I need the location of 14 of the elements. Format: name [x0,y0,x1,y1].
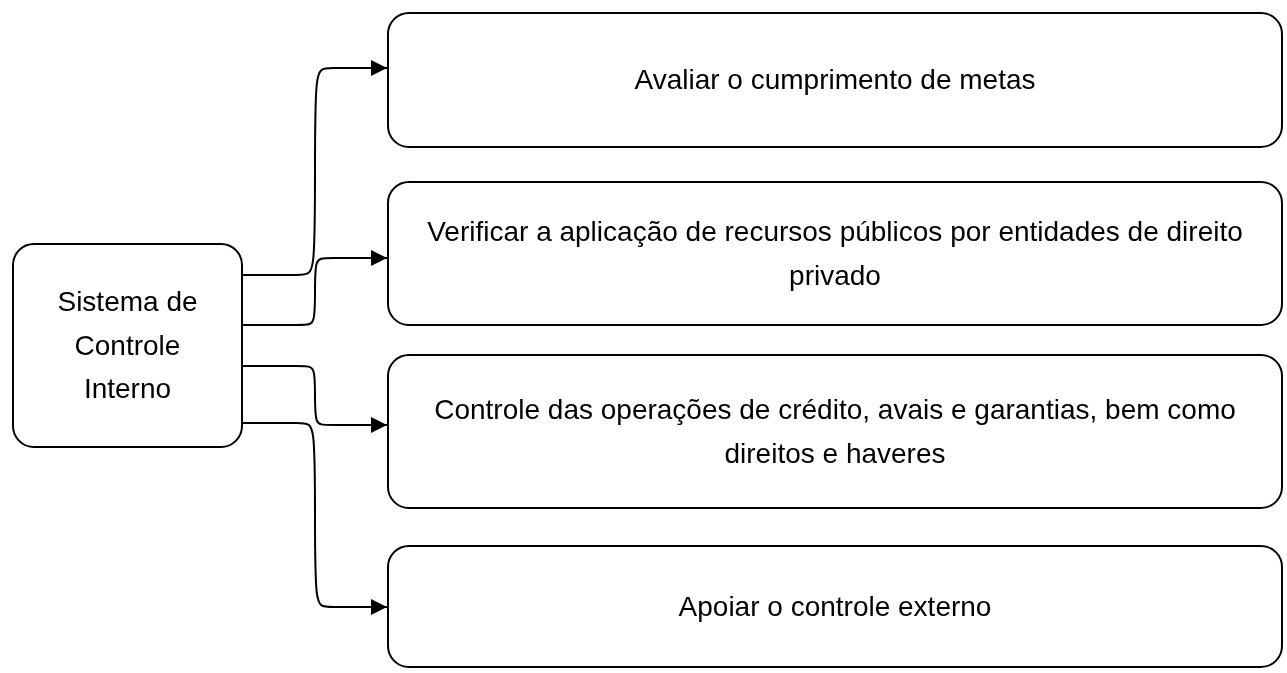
box-label: Sistema de Controle Interno [56,285,199,407]
rounded-box [12,243,243,448]
rounded-box [387,181,1283,326]
arrow [242,422,388,615]
box-label: Apoiar o controle externo [678,589,992,624]
box-label: Avaliar o cumprimento de metas [634,63,1036,98]
rounded-box [387,12,1283,148]
arrow [242,60,388,276]
arrow [242,250,388,326]
rounded-box [387,545,1283,668]
arrow [242,365,388,433]
rounded-box [387,354,1283,509]
box-label: Verificar a aplicação de recursos públicos por entidades de direito privado [426,215,1244,293]
box-label: Controle das operações de crédito, avais e garantias, bem como direitos e haveres [433,393,1237,471]
